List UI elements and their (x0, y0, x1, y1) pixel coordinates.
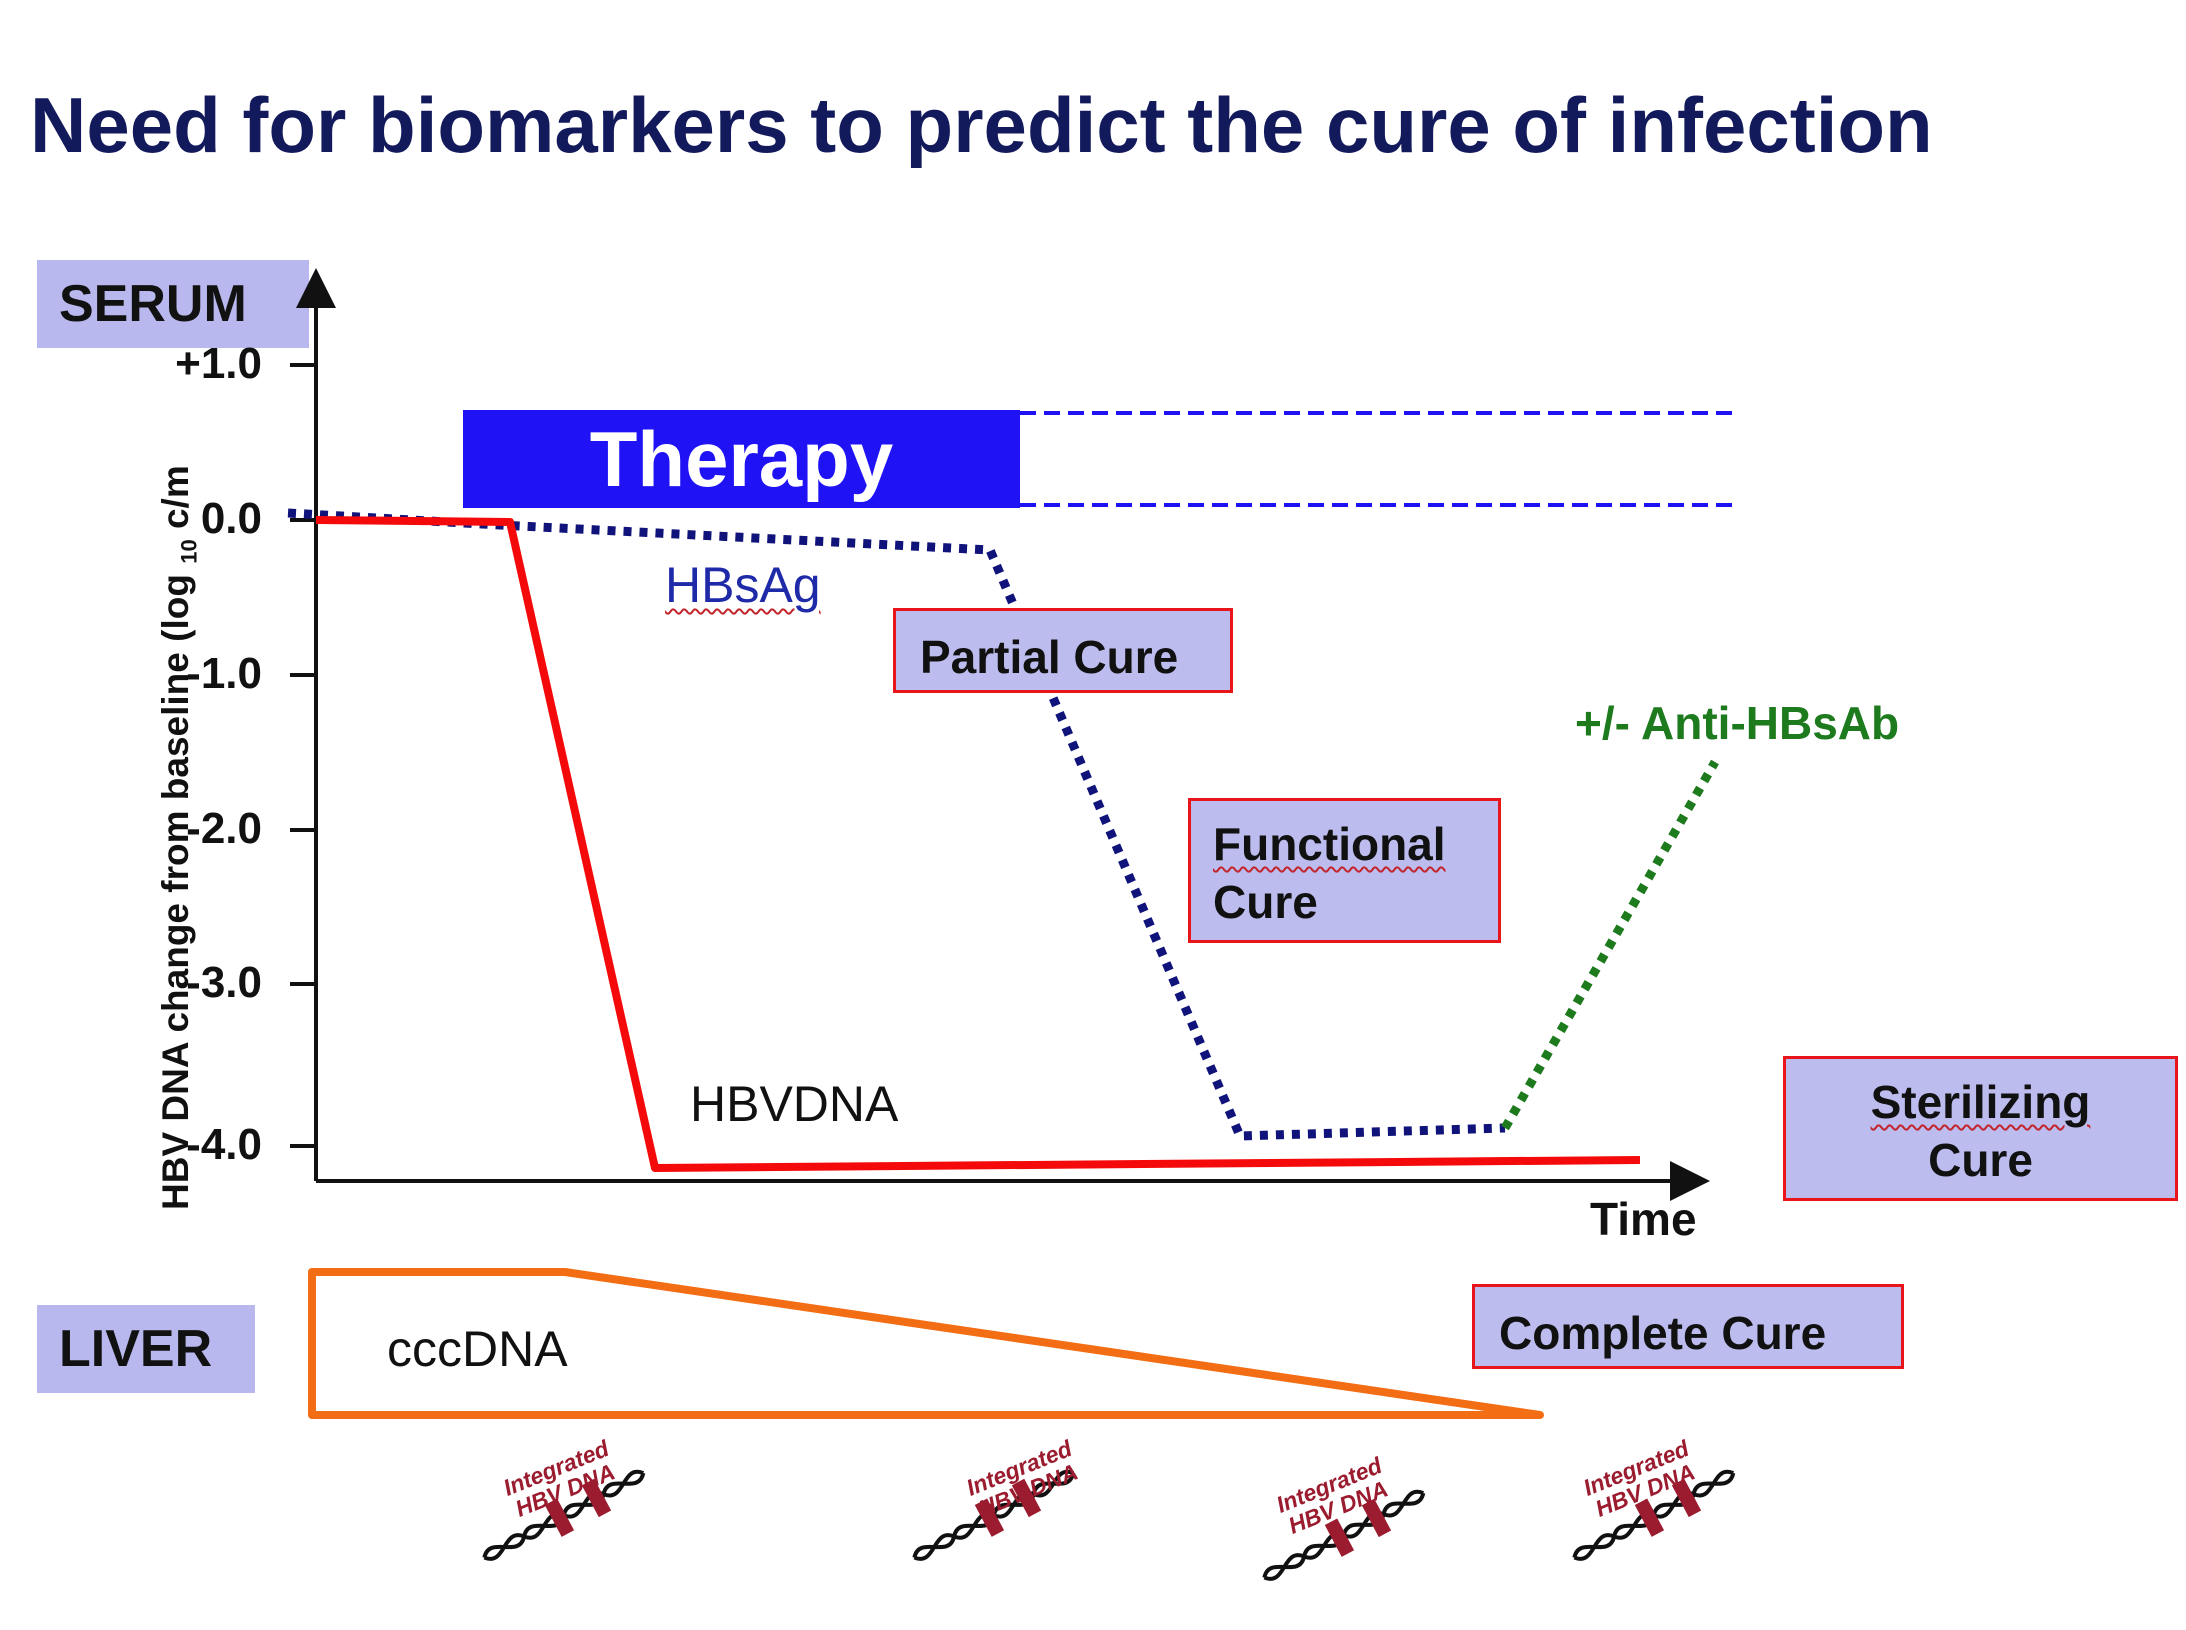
therapy-label: Therapy (589, 414, 894, 503)
anti-hbsab-label: +/- Anti-HBsAb (1575, 697, 1900, 749)
functional-cure-line2: Cure (1213, 875, 1318, 928)
dna-helix-icon (482, 1469, 646, 1561)
x-axis-label: Time (1590, 1193, 1697, 1245)
y-tick-label: -2.0 (186, 804, 262, 853)
functional-cure-box: Functional Cure (1188, 798, 1501, 943)
y-tick-label: +1.0 (175, 339, 262, 388)
partial-cure-label: Partial Cure (920, 631, 1179, 683)
y-tick-label: -1.0 (186, 649, 262, 698)
therapy-bar: Therapy (463, 410, 1020, 508)
sterilizing-cure-box: Sterilizing Cure (1783, 1056, 2178, 1201)
dna-helix-icon (912, 1469, 1076, 1561)
cccdna-shape (308, 1268, 1544, 1419)
dna-helix-icon (1572, 1469, 1736, 1561)
sterilizing-cure-line1: Sterilizing (1870, 1076, 2091, 1128)
slide-title: Need for biomarkers to predict the cure … (30, 81, 1933, 169)
hbsag-line (287, 508, 1506, 1141)
y-tick-label: -3.0 (186, 958, 262, 1007)
y-axis-label: HBV DNA change from baseline (log 10 c/m (155, 330, 202, 1210)
serum-tag: SERUM (37, 260, 309, 348)
y-tick-label: 0.0 (200, 494, 262, 543)
liver-tag-label: LIVER (59, 1320, 213, 1378)
cccdna-label: cccDNA (387, 1321, 568, 1377)
partial-cure-box: Partial Cure (893, 608, 1233, 693)
functional-cure-line1: Functional (1213, 818, 1446, 870)
hbvdna-line (315, 516, 1641, 1172)
liver-tag: LIVER (37, 1305, 255, 1393)
dna-helix-icon (1262, 1489, 1426, 1581)
complete-cure-label: Complete Cure (1499, 1307, 1827, 1359)
hbvdna-label: HBVDNA (690, 1076, 899, 1132)
sterilizing-cure-line2: Cure (1928, 1133, 2033, 1186)
serum-tag-label: SERUM (59, 275, 247, 333)
complete-cure-box: Complete Cure (1472, 1284, 1904, 1369)
anti-hbsab-line (1501, 759, 1719, 1131)
y-tick-label: -4.0 (186, 1120, 262, 1169)
hbsag-label: HBsAg (665, 557, 821, 613)
